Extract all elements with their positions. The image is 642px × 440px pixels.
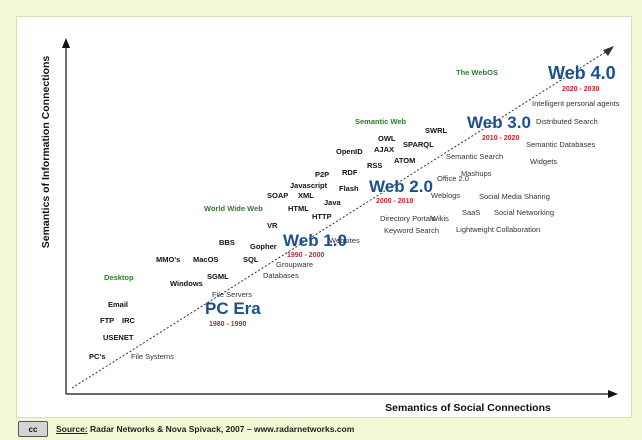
footer: cc Source: Radar Networks & Nova Spivack… bbox=[18, 421, 618, 437]
social-term-mashups: Mashups bbox=[461, 169, 492, 178]
info-term-irc: IRC bbox=[122, 316, 136, 325]
era-pc-label: PC Era bbox=[205, 299, 261, 318]
info-term-bbs: BBS bbox=[219, 238, 235, 247]
info-term-ajax: AJAX bbox=[374, 145, 394, 154]
info-term-soap: SOAP bbox=[267, 191, 288, 200]
source-label: Source: bbox=[56, 424, 88, 434]
creative-commons-icon: cc bbox=[18, 421, 48, 437]
info-term-openid: OpenID bbox=[336, 147, 363, 156]
social-term-semantic-search: Semantic Search bbox=[446, 152, 503, 161]
info-term-java: Java bbox=[324, 198, 342, 207]
info-term-rss: RSS bbox=[367, 161, 382, 170]
info-term-ftp: FTP bbox=[100, 316, 114, 325]
info-term-gopher: Gopher bbox=[250, 242, 277, 251]
info-term-mmo-s: MMO's bbox=[156, 255, 180, 264]
info-term-html: HTML bbox=[288, 204, 309, 213]
social-term-directory-portals: Directory Portals bbox=[380, 214, 436, 223]
social-term-widgets: Widgets bbox=[530, 157, 557, 166]
info-term-macos: MacOS bbox=[193, 255, 218, 264]
info-term-usenet: USENET bbox=[103, 333, 134, 342]
era-web1-label: Web 1.0 bbox=[283, 231, 347, 250]
y-axis-label: Semantics of Information Connections bbox=[40, 56, 52, 249]
info-term-swrl: SWRL bbox=[425, 126, 447, 135]
social-term-office-2-0: Office 2.0 bbox=[437, 174, 469, 183]
info-term-windows: Windows bbox=[170, 279, 203, 288]
info-term-atom: ATOM bbox=[394, 156, 415, 165]
social-term-social-networking: Social Networking bbox=[494, 208, 554, 217]
info-term-p2p: P2P bbox=[315, 170, 329, 179]
info-term-rdf: RDF bbox=[342, 168, 358, 177]
y-axis-arrowhead bbox=[62, 38, 70, 48]
info-term-sgml: SGML bbox=[207, 272, 229, 281]
era-web2-label: Web 2.0 bbox=[369, 177, 433, 196]
social-term-file-servers: File Servers bbox=[212, 290, 252, 299]
trend-line-arrowhead bbox=[603, 46, 614, 56]
category-world-wide-web: World Wide Web bbox=[204, 204, 263, 213]
info-term-sparql: SPARQL bbox=[403, 140, 434, 149]
era-web3-years: 2010 - 2020 bbox=[482, 135, 519, 142]
social-term-semantic-databases: Semantic Databases bbox=[526, 140, 595, 149]
era-web3-label: Web 3.0 bbox=[467, 113, 531, 132]
era-web4-label: Web 4.0 bbox=[548, 63, 616, 83]
info-term-sql: SQL bbox=[243, 255, 259, 264]
category-desktop: Desktop bbox=[104, 273, 134, 282]
x-axis-arrowhead bbox=[608, 390, 618, 398]
social-term-social-media-sharing: Social Media Sharing bbox=[479, 192, 550, 201]
chart-panel bbox=[16, 16, 632, 418]
social-term-weblogs: Weblogs bbox=[431, 191, 460, 200]
info-term-flash: Flash bbox=[339, 184, 359, 193]
info-term-javascript: Javascript bbox=[290, 181, 328, 190]
source-credit: Source: Radar Networks & Nova Spivack, 2… bbox=[56, 424, 354, 434]
social-term-saas: SaaS bbox=[462, 208, 480, 217]
era-pc-years: 1980 - 1990 bbox=[209, 321, 246, 328]
era-web4-years: 2020 - 2030 bbox=[562, 86, 599, 93]
trend-line bbox=[71, 47, 613, 389]
info-term-email: Email bbox=[108, 300, 128, 309]
era-web1-years: 1990 - 2000 bbox=[287, 252, 324, 259]
social-term-keyword-search: Keyword Search bbox=[384, 226, 439, 235]
social-term-wikis: Wikis bbox=[431, 214, 449, 223]
social-term-databases: Databases bbox=[263, 271, 299, 280]
social-term-distributed-search: Distributed Search bbox=[536, 117, 598, 126]
info-term-pc-s: PC's bbox=[89, 352, 105, 361]
social-term-websites: Websites bbox=[329, 236, 360, 245]
info-term-vr: VR bbox=[267, 221, 278, 230]
category-semantic-web: Semantic Web bbox=[355, 117, 407, 126]
social-term-groupware: Groupware bbox=[276, 260, 313, 269]
info-term-owl: OWL bbox=[378, 134, 396, 143]
source-text: Radar Networks & Nova Spivack, 2007 – ww… bbox=[87, 424, 355, 434]
category-the-webos: The WebOS bbox=[456, 68, 498, 77]
social-term-intelligent-personal-agents: Intelligent personal agents bbox=[532, 99, 620, 108]
social-term-file-systems: File Systems bbox=[131, 352, 174, 361]
x-axis-label: Semantics of Social Connections bbox=[385, 402, 551, 414]
info-term-xml: XML bbox=[298, 191, 314, 200]
info-term-http: HTTP bbox=[312, 212, 332, 221]
social-term-lightweight-collaboration: Lightweight Collaboration bbox=[456, 225, 540, 234]
era-web2-years: 2000 - 2010 bbox=[376, 198, 413, 205]
